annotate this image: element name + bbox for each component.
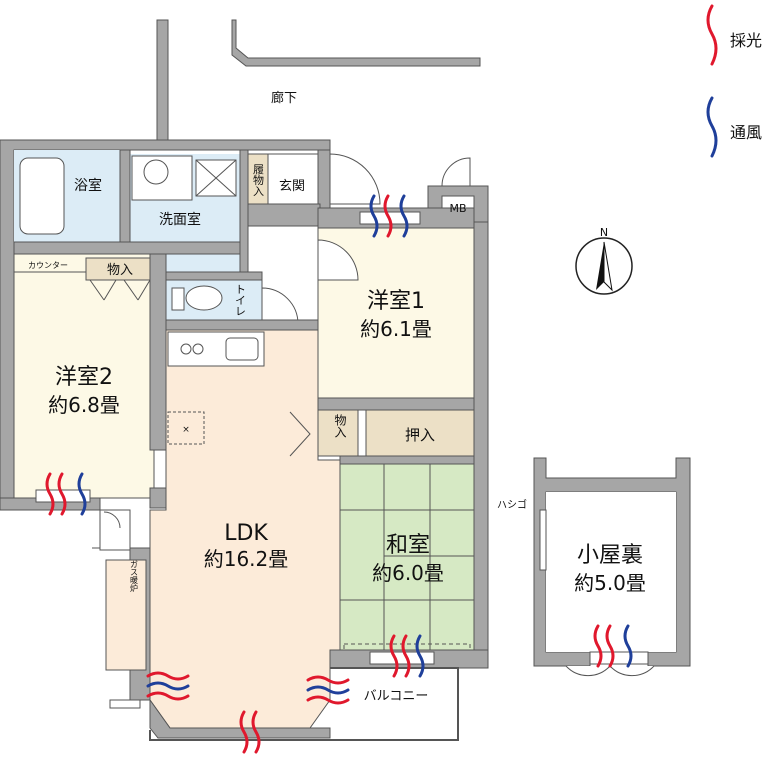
washroom-label: 洗面室 — [159, 211, 201, 228]
western-room-1-name: 洋室1 — [367, 289, 425, 314]
corridor-label: 廊下 — [271, 90, 297, 106]
ventilation-legend-label: 通風 — [730, 123, 762, 142]
counter-label: カウンター — [28, 261, 68, 270]
ladder-label: ハシゴ — [497, 498, 527, 511]
japanese-room-size: 約6.0畳 — [372, 561, 444, 585]
ventilation-legend-icon — [706, 96, 718, 158]
light-legend-label: 採光 — [730, 31, 762, 50]
toilet-label: トイレ — [234, 284, 247, 317]
japanese-room-name: 和室 — [386, 533, 430, 558]
gas-heater-label: ガス暖炉 — [130, 560, 139, 593]
closet-label: 押入 — [405, 426, 435, 444]
attic-name: 小屋裏 — [577, 543, 643, 568]
attic-size: 約5.0畳 — [574, 571, 646, 595]
ldk-size: 約16.2畳 — [204, 547, 289, 571]
compass-icon: N — [575, 226, 633, 295]
western-room-2-name: 洋室2 — [55, 365, 113, 390]
closet — [365, 409, 475, 457]
shoe-storage-label: 履物入 — [252, 163, 265, 196]
compass-north-label: N — [600, 226, 608, 239]
meter-box-label: MB — [449, 202, 466, 215]
storage-ldk — [317, 409, 359, 457]
bath-label: 浴室 — [74, 177, 102, 194]
entrance-label: 玄関 — [279, 179, 305, 194]
tatami-room — [339, 463, 475, 651]
light-legend-icon — [706, 4, 718, 66]
storage-2-label: 物入 — [333, 414, 347, 438]
ldk-name: LDK — [224, 521, 268, 546]
airflow-markers — [45, 194, 633, 754]
western-room-2-size: 約6.8畳 — [48, 393, 120, 417]
storage-label: 物入 — [107, 263, 133, 278]
svg-text:×: × — [182, 425, 190, 435]
entrance-floor — [267, 153, 319, 205]
east-wall — [473, 207, 489, 668]
balcony-label: バルコニー — [364, 689, 429, 704]
western-room-1-size: 約6.1畳 — [360, 317, 432, 341]
corridor-walls — [156, 19, 481, 141]
attic-room — [533, 457, 691, 677]
